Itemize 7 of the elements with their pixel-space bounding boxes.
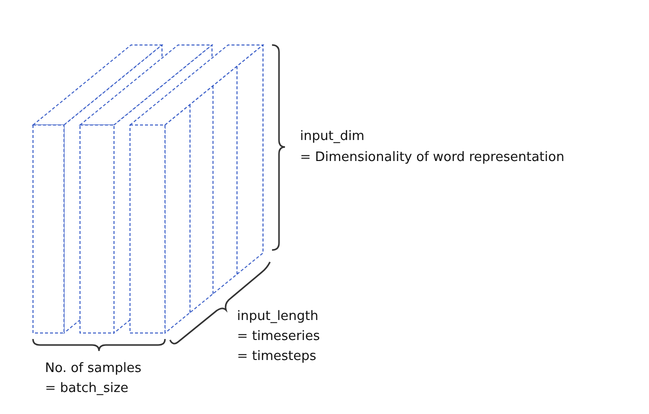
axis-label: = batch_size: [45, 380, 128, 398]
axis-label: input_length: [237, 308, 318, 326]
axis-label: No. of samples: [45, 360, 142, 378]
axis-label: = timeseries: [237, 328, 320, 346]
axis-label: = timesteps: [237, 348, 316, 366]
axis-label: = Dimensionality of word representation: [300, 149, 564, 167]
axis-label: input_dim: [300, 128, 364, 146]
